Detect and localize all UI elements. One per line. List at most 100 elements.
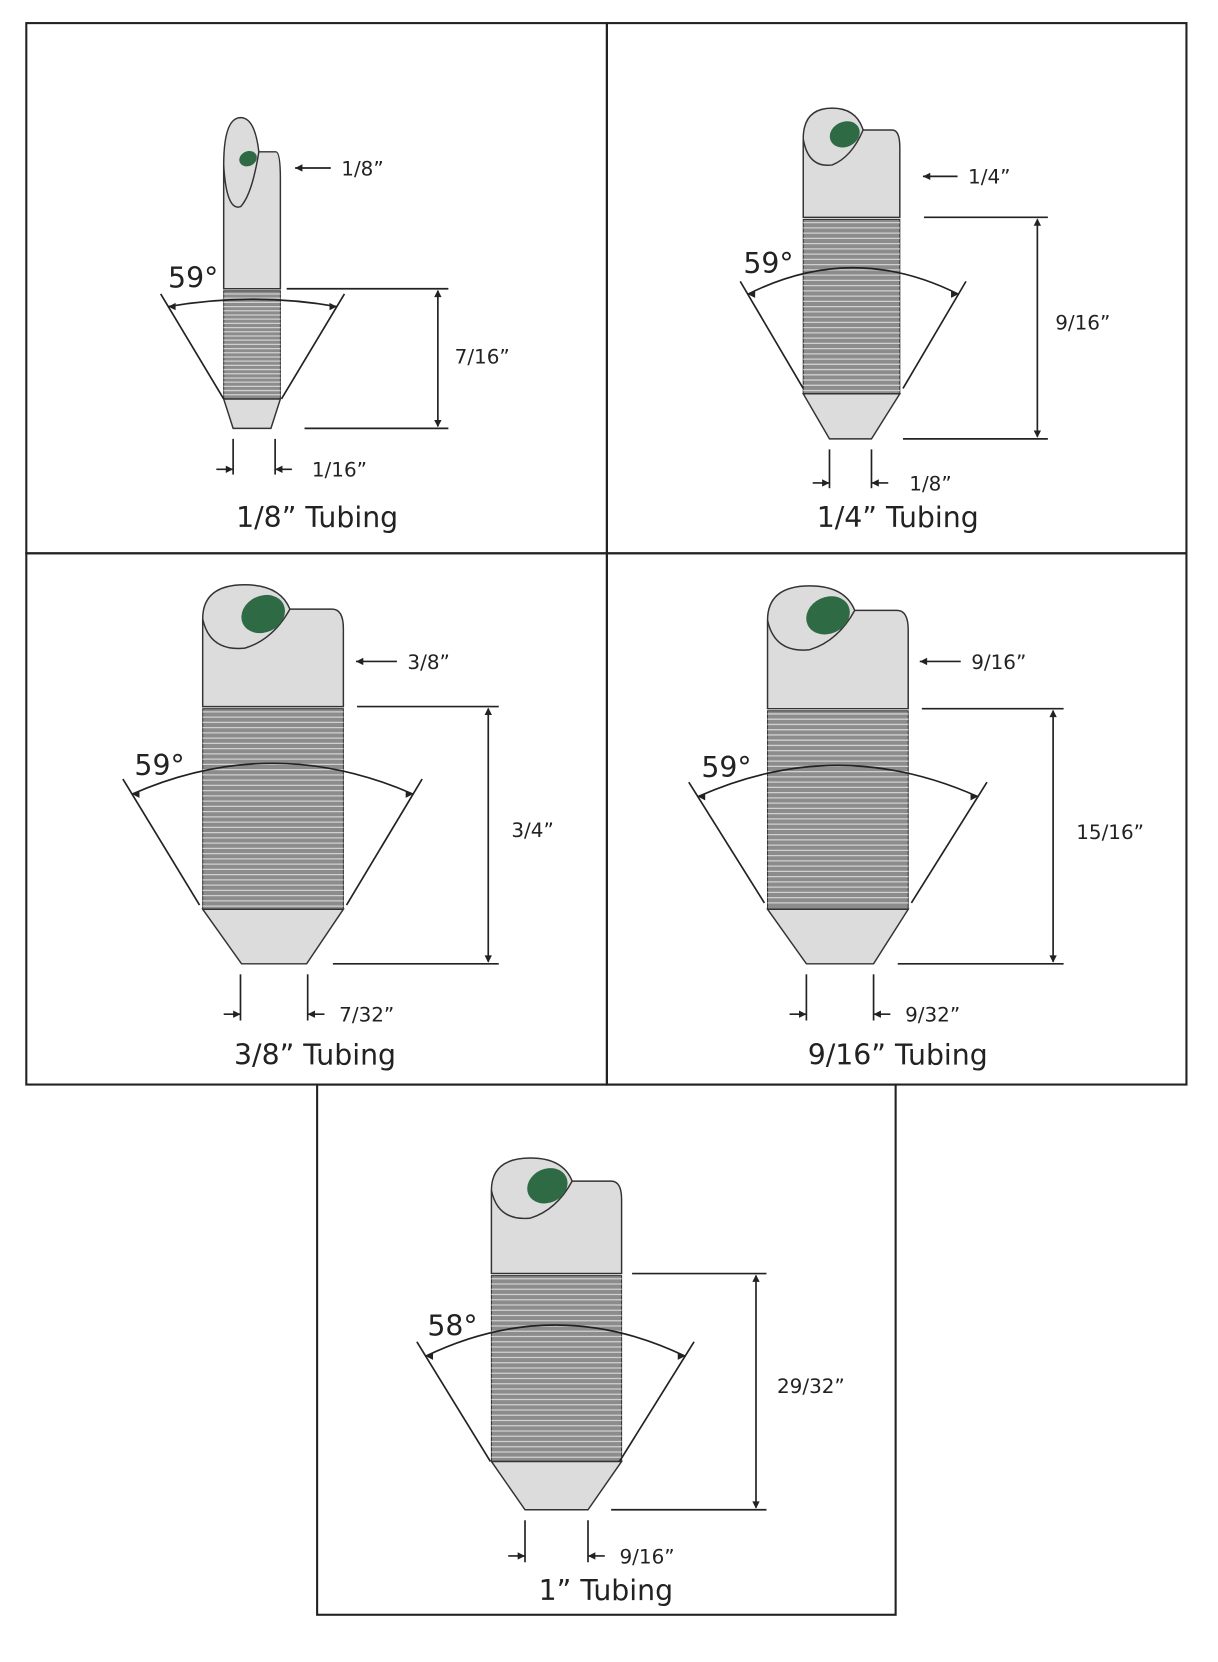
fitting-tip [201,908,345,965]
angle-arc [425,1324,686,1357]
fitting-head [490,1157,623,1275]
arrowhead-icon [697,792,706,801]
green-seal-icon [239,150,257,167]
panel-caption: 1” Tubing [539,1574,673,1607]
arrowhead-icon [752,1274,760,1282]
arrowhead-icon [405,790,414,798]
head-lobe-edge [802,129,864,166]
arrowhead-icon [1049,709,1057,718]
head-lobe-edge [766,610,856,651]
tip-label: 7/32” [339,1003,394,1027]
green-seal-icon [527,1168,568,1204]
tip-label: 1/8” [909,471,951,495]
fitting-panel-2: 59° 1/4” 9/16” 1/8” 1/4” Tubing [739,107,1110,534]
angle-label: 59° [168,262,218,295]
fitting-head [222,116,282,290]
arrowhead-icon [355,657,364,666]
fitting-tip [801,392,902,440]
arrowhead-icon [484,955,492,963]
angle-label: 59° [134,749,184,782]
angle-line-left [688,781,766,904]
arrowhead-icon [922,172,931,181]
angle-line-right [618,1341,695,1462]
angle-label: 59° [743,247,793,280]
head-lobe-edge [222,151,260,208]
angle-line-left [416,1341,492,1462]
arrowhead-icon [799,1010,807,1018]
arrowhead-icon [329,302,337,311]
size-label: 3/8” [407,650,449,674]
arrowhead-icon [225,465,234,473]
size-label: 9/16” [971,650,1026,674]
fitting-tip [490,1460,624,1511]
panel-caption: 1/8” Tubing [236,501,398,534]
arrowhead-icon [132,790,140,798]
angle-line-left [122,778,201,906]
panel-caption: 9/16” Tubing [808,1039,988,1072]
arrowhead-icon [822,479,830,487]
fitting-panel-5: 58°29/32”9/16”1” Tubing [416,1157,845,1607]
arrowhead-icon [871,479,879,487]
arrowhead-icon [919,657,928,666]
angle-arc [131,762,414,795]
fitting-panel-3: 59° 3/8” 3/4” 7/32” 3/8” Tubing [122,584,554,1072]
green-seal-icon [806,596,850,635]
arrowhead-icon [425,1352,434,1360]
fitting-head [802,107,901,219]
arrowhead-icon [307,1010,316,1018]
panel-caption: 1/4” Tubing [817,501,979,534]
fitting-panel-1: 59° 1/8” 7/16” 1/16” 1/8” Tubing [159,116,510,534]
size-label: 1/8” [341,156,383,180]
fitting-tip [766,908,910,965]
arrowhead-icon [275,465,283,473]
angle-label: 59° [701,751,751,784]
angle-arc [747,266,959,295]
head-lobe-edge [201,608,291,650]
arrowhead-icon [747,290,756,298]
size-label: 1/4” [968,165,1010,189]
length-label: 3/4” [511,818,553,842]
arrowhead-icon [873,1010,881,1018]
length-label: 9/16” [1055,311,1110,335]
angle-line-right [345,778,423,906]
arrowhead-icon [677,1352,686,1360]
arrowhead-icon [1033,430,1042,438]
arrowhead-icon [434,289,442,298]
arrowhead-icon [484,707,492,715]
angle-line-right [280,293,346,400]
length-label: 29/32” [777,1374,845,1398]
arrowhead-icon [295,164,303,172]
arrowhead-icon [1049,955,1057,963]
length-label: 7/16” [455,344,510,368]
arrowhead-icon [951,290,959,298]
panel-caption: 3/8” Tubing [234,1039,396,1072]
angle-arc [168,298,338,308]
angle-label: 58° [427,1309,477,1342]
green-seal-icon [829,121,860,148]
arrowhead-icon [168,302,176,311]
angle-line-left [159,293,225,400]
length-label: 15/16” [1076,820,1144,844]
arrowhead-icon [752,1501,760,1509]
arrowhead-icon [434,419,442,428]
angle-line-right [902,280,967,389]
tip-label: 1/16” [312,458,367,482]
arrowhead-icon [517,1552,526,1560]
angle-line-right [910,781,988,904]
angle-arc [697,764,979,798]
panel-border [316,1083,897,1616]
arrowhead-icon [233,1010,241,1018]
fitting-panel-4: 59° 9/16” 15/16” 9/32” 9/16” Tubing [688,585,1144,1072]
tip-label: 9/32” [905,1003,960,1027]
fitting-head [201,584,345,708]
fitting-head [766,585,909,710]
green-seal-icon [241,594,285,634]
arrowhead-icon [970,792,978,801]
angle-line-left [739,280,804,389]
head-lobe-edge [490,1180,573,1220]
fitting-tip [222,398,282,430]
arrowhead-icon [1033,218,1042,226]
arrowhead-icon [588,1552,596,1560]
fitting-thread [202,708,344,910]
